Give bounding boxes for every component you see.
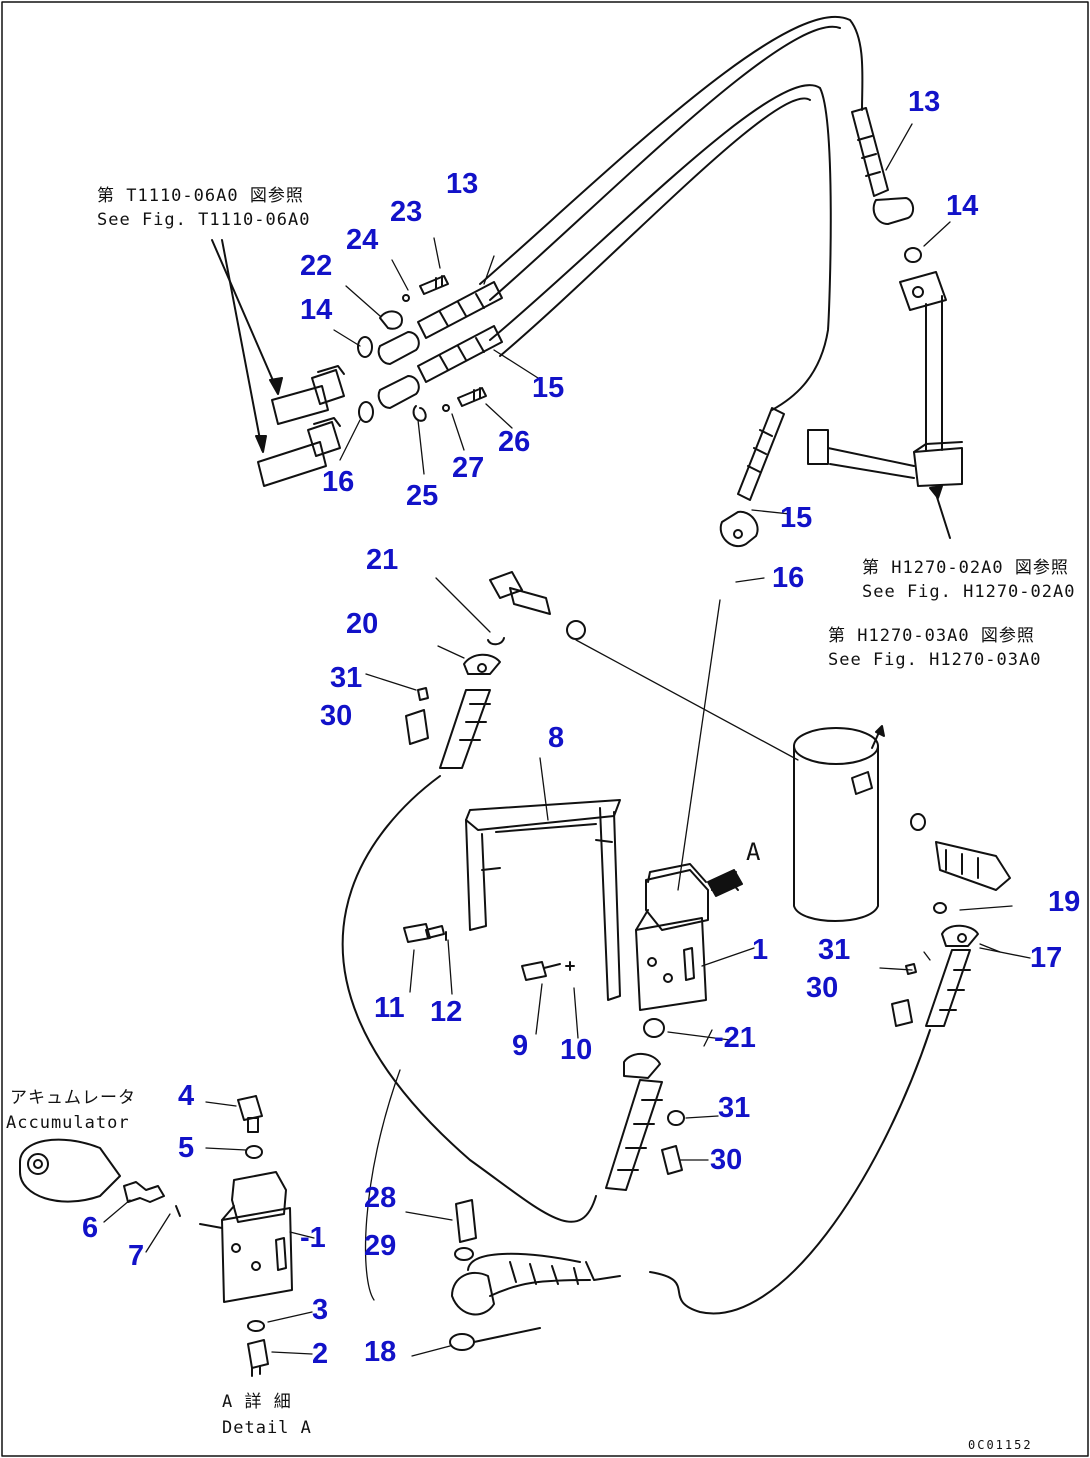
hose-15-upper	[489, 84, 832, 547]
callout-12: 12	[430, 996, 463, 1028]
callout-7: 7	[128, 1240, 145, 1272]
callout-19: 19	[1048, 886, 1081, 918]
ref-note-h1270-02-en: See Fig. H1270-02A0	[862, 582, 1076, 602]
callout-16-right: 16	[772, 562, 805, 594]
ref-note-h1270-02-jp: 第 H1270-02A0 図参照	[862, 558, 1069, 578]
callout-30-lower: 30	[710, 1144, 743, 1176]
right-pipe-assembly	[807, 247, 963, 539]
accumulator-label-en: Accumulator	[6, 1113, 130, 1133]
callout-15-left: 15	[532, 372, 565, 404]
callout-15-right: 15	[780, 502, 813, 534]
detail-a-label-jp: A 詳 細	[222, 1392, 292, 1412]
accumulator	[19, 1138, 181, 1217]
ref-note-t1110-en: See Fig. T1110-06A0	[97, 210, 311, 230]
callout-11: 11	[374, 992, 405, 1024]
callout-14-left: 14	[300, 294, 333, 326]
callout-31-lower: 31	[718, 1092, 751, 1124]
detail-a-valve	[199, 1095, 293, 1377]
callout-4: 4	[178, 1080, 195, 1112]
hose-lower-bottom	[449, 1199, 621, 1351]
loop-hose-left	[341, 775, 597, 1223]
hose-lower-center	[605, 1053, 685, 1191]
callout-3: 3	[312, 1294, 329, 1326]
hose-13-upper	[479, 15, 914, 301]
callout-26: 26	[498, 426, 531, 458]
ref-note-h1270-03-jp: 第 H1270-03A0 図参照	[828, 626, 1035, 646]
callout-10: 10	[560, 1034, 593, 1066]
bracket-8	[465, 799, 621, 1001]
callout-24: 24	[346, 224, 379, 256]
ref-note-t1110-jp: 第 T1110-06A0 図参照	[97, 186, 304, 206]
hose-17	[649, 902, 979, 1315]
ref-arrows-left	[211, 239, 283, 453]
callout-25: 25	[406, 480, 439, 512]
callout-21-top: 21	[366, 544, 399, 576]
callout-8: 8	[548, 722, 565, 754]
callout-18: 18	[364, 1336, 397, 1368]
callout-20: 20	[346, 608, 379, 640]
line-filter	[793, 725, 1011, 922]
callout-31-upper: 31	[330, 662, 363, 694]
detail-a-label-en: Detail A	[222, 1418, 312, 1438]
callout-leaders	[103, 123, 1031, 1357]
pipe-connectors-left	[257, 365, 345, 487]
view-arrow-label: A	[746, 838, 762, 866]
callout-22: 22	[300, 250, 333, 282]
callout-1-main: 1	[752, 934, 769, 966]
callout-30-upper: 30	[320, 700, 353, 732]
callout-6: 6	[82, 1212, 99, 1244]
drawing-code: 0C01152	[968, 1438, 1033, 1452]
leader-lines	[364, 577, 1013, 1301]
callout-23: 23	[390, 196, 423, 228]
callout-2: 2	[312, 1338, 329, 1370]
callout-30-right: 30	[806, 972, 839, 1004]
callout-31-right: 31	[818, 934, 851, 966]
callout-9: 9	[512, 1030, 529, 1062]
callout-21-bottom: -21	[714, 1022, 756, 1054]
callout-28: 28	[364, 1182, 397, 1214]
callout-1-detail: -1	[300, 1222, 326, 1254]
hose-20	[405, 653, 501, 769]
callout-16-left: 16	[322, 466, 355, 498]
accumulator-label-jp: アキュムレータ	[10, 1088, 136, 1108]
callout-27: 27	[452, 452, 485, 484]
callout-13-left: 13	[446, 168, 479, 200]
callout-17: 17	[1030, 942, 1063, 974]
upper-left-fittings	[357, 275, 503, 423]
callout-14-right: 14	[946, 190, 979, 222]
bolts-left	[403, 923, 575, 981]
ref-note-h1270-03-en: See Fig. H1270-03A0	[828, 650, 1042, 670]
callout-13-right: 13	[908, 86, 941, 118]
coupling-upper-left	[487, 571, 586, 646]
callout-29: 29	[364, 1230, 397, 1262]
valve-1-main	[635, 863, 743, 1038]
callout-5: 5	[178, 1132, 195, 1164]
